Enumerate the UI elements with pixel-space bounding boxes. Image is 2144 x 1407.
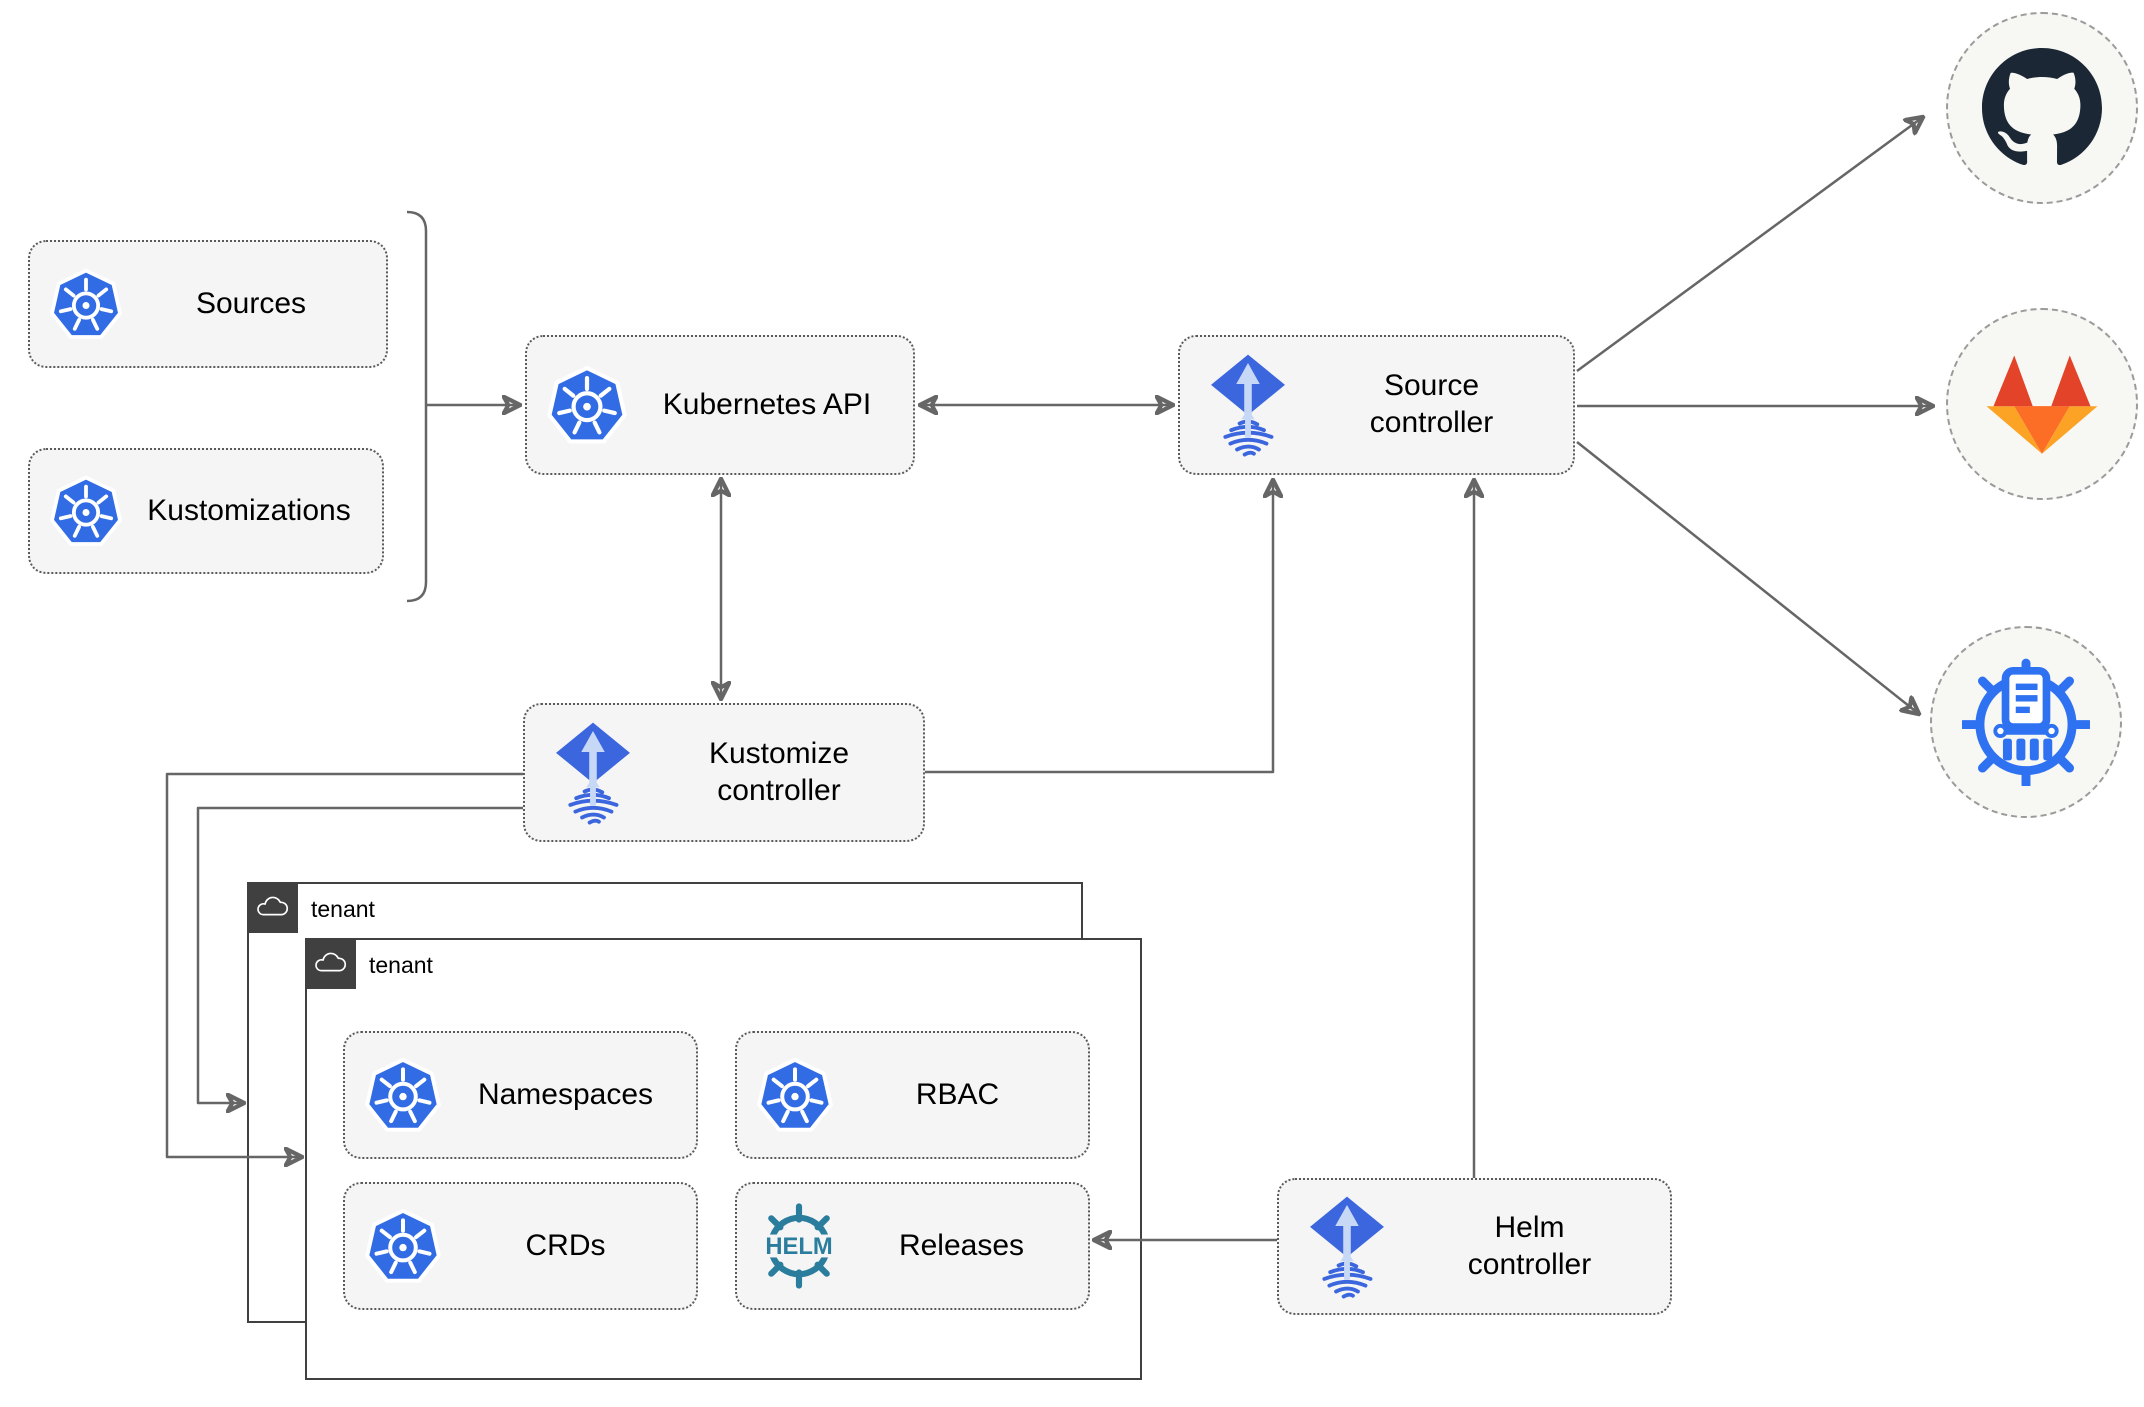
gitlab-icon xyxy=(1984,352,2100,456)
external-gitlab xyxy=(1946,308,2138,500)
node-label: Sources xyxy=(195,286,307,320)
helm-icon: HELM xyxy=(755,1202,843,1290)
node-label: Source controller xyxy=(1369,369,1494,439)
github-icon xyxy=(1982,48,2102,168)
cloud-icon xyxy=(246,881,298,933)
tenant-label: tenant xyxy=(369,951,433,978)
external-github xyxy=(1946,12,2138,204)
flux-icon xyxy=(1305,1194,1389,1300)
edge-source-controller-github xyxy=(1576,117,1923,373)
node-label: Kubernetes API xyxy=(662,387,872,421)
node-label: Releases xyxy=(898,1228,1025,1262)
node-kustomize-controller: Kustomize controller xyxy=(523,703,925,842)
tenant-label: tenant xyxy=(311,895,375,922)
kubernetes-icon xyxy=(48,473,124,549)
container-registry-icon xyxy=(1962,658,2090,786)
cloud-icon xyxy=(304,937,356,989)
edge-source-controller-registry xyxy=(1576,441,1919,714)
node-label: Kustomizations xyxy=(147,493,351,527)
kubernetes-icon xyxy=(363,1055,443,1135)
flux-icon xyxy=(551,720,635,826)
node-helm-controller: Helm controller xyxy=(1277,1178,1672,1315)
node-label: Helm controller xyxy=(1467,1210,1592,1281)
kubernetes-icon xyxy=(363,1206,443,1286)
node-source-controller: Source controller xyxy=(1178,335,1575,475)
tenant-box-inner: tenant xyxy=(304,937,1142,1380)
kubernetes-icon xyxy=(48,266,124,342)
node-rbac: RBAC xyxy=(735,1031,1090,1159)
node-label: RBAC xyxy=(915,1077,1000,1111)
node-releases: HELM Releases xyxy=(735,1182,1090,1310)
node-label: Kustomize controller xyxy=(708,736,850,807)
node-sources: Sources xyxy=(28,240,388,368)
helm-wordmark: HELM xyxy=(765,1233,832,1260)
kubernetes-icon xyxy=(545,363,629,447)
external-container-registry xyxy=(1930,626,2122,818)
node-namespaces: Namespaces xyxy=(343,1031,698,1159)
bracket-sources-kustomizations xyxy=(406,210,428,603)
flux-icon xyxy=(1206,352,1290,458)
edge-kustomize-to-source-controller xyxy=(925,480,1273,774)
node-label: CRDs xyxy=(525,1228,606,1262)
node-crds: CRDs xyxy=(343,1182,698,1310)
kubernetes-icon xyxy=(755,1055,835,1135)
node-kustomizations: Kustomizations xyxy=(28,448,384,574)
node-label: Namespaces xyxy=(477,1077,654,1111)
node-kubernetes-api: Kubernetes API xyxy=(525,335,915,475)
